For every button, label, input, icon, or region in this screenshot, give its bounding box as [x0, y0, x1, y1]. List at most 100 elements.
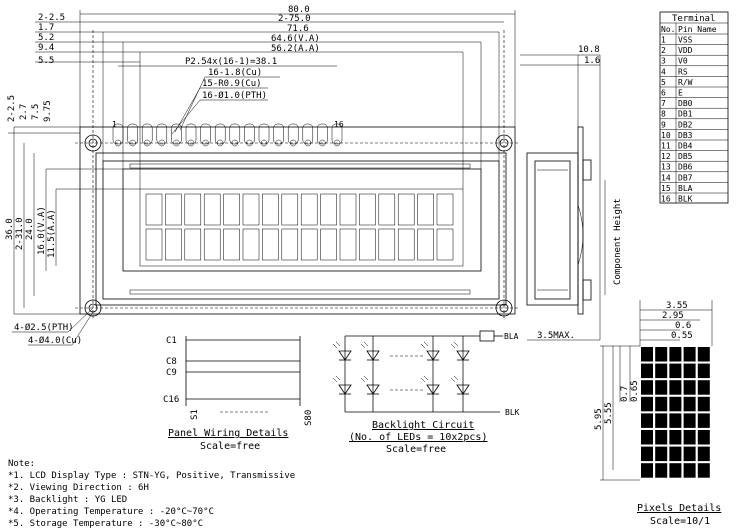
terminal-pin-name: V0 — [678, 57, 688, 66]
terminal-pin-no: 5 — [661, 78, 666, 87]
pixel-dot — [683, 363, 696, 379]
note-1: *1. LCD Display Type : STN-YG, Positive,… — [8, 471, 295, 481]
dim-80: 80.0 — [288, 5, 310, 15]
pixel-dim-3-55: 3.55 — [666, 301, 688, 311]
dim-small-2: 2.7 — [19, 104, 29, 120]
led-diode — [366, 384, 380, 395]
pixel-dot — [697, 380, 710, 395]
character-cell — [242, 228, 260, 261]
pixel-dot — [655, 363, 668, 379]
hole-spec-1: 4-Ø2.5(PTH) — [14, 322, 74, 333]
pixel-dot — [683, 396, 696, 412]
terminal-pin-no: 4 — [661, 67, 666, 76]
pin-first-label: 1 — [112, 120, 117, 129]
terminal-col-no: No. — [661, 25, 675, 34]
note-3: *3. Backlight : YG LED — [8, 495, 127, 505]
pixel-dot — [655, 380, 668, 395]
left-dimensions: 36.0 2-31.0 24.0 16.0(V.A) 11.5(A.A) 2-2… — [5, 95, 140, 346]
dim-71-6: 71.6 — [287, 24, 309, 34]
panel-wiring-scale: Scale=free — [200, 441, 260, 452]
pin-hole — [304, 139, 312, 147]
pixels-title: Pixels Details — [637, 503, 721, 514]
pin-hole — [289, 139, 297, 147]
terminal-pin-name: DB3 — [678, 131, 693, 140]
terminal-pin-name: DB6 — [678, 163, 693, 172]
side-view: 10.8 1.6 3.5MAX. Component Height — [520, 45, 623, 341]
active-area — [139, 188, 464, 267]
pin-hole — [275, 139, 282, 147]
character-cell — [359, 228, 376, 261]
character-cell — [417, 193, 434, 226]
character-cell — [184, 193, 202, 226]
terminal-pin-name: BLK — [678, 195, 693, 204]
character-cell — [203, 193, 221, 226]
pixel-dot — [669, 380, 682, 395]
character-cell — [223, 193, 240, 226]
character-cell — [339, 193, 357, 226]
pin-hole — [333, 139, 341, 147]
pixel-dot — [641, 413, 653, 428]
dim-2-2-5: 2-2.5 — [38, 13, 65, 23]
character-grid — [145, 193, 454, 261]
pin-hole — [260, 139, 268, 147]
character-cell — [145, 228, 163, 261]
pixel-dot — [655, 463, 668, 478]
character-cell — [397, 193, 415, 226]
dim-5-2: 5.2 — [38, 33, 54, 43]
bla-label: BLA — [504, 332, 519, 341]
pixel-dot — [641, 446, 653, 462]
pixel-dot — [697, 446, 710, 462]
pin-hole — [187, 139, 195, 147]
pixel-dot — [683, 463, 696, 478]
pixel-dot — [683, 380, 696, 395]
pixel-dim-2-95: 2.95 — [662, 311, 684, 321]
pixel-dot — [655, 446, 668, 462]
component-height-label: Component Height — [613, 198, 623, 285]
terminal-pin-no: 6 — [661, 89, 666, 98]
terminal-title: Terminal — [672, 14, 715, 24]
dim-16: 16.0(V.A) — [37, 206, 47, 255]
side-dim-1-6: 1.6 — [584, 56, 600, 66]
backlight-subtitle: (No. of LEDs = 10x2pcs) — [349, 432, 487, 443]
character-cell — [145, 193, 163, 226]
viewing-area — [122, 168, 482, 272]
pixel-dim-0-7: 0.7 — [620, 386, 630, 402]
hole-spec-2: 4-Ø4.0(Cu) — [28, 335, 82, 346]
pixel-dot — [697, 463, 710, 478]
terminal-pin-name: DB5 — [678, 152, 693, 161]
pin-hole — [143, 139, 151, 147]
terminal-pin-no: 16 — [661, 195, 671, 204]
wiring-c8: C8 — [166, 357, 177, 367]
pixels-details: 3.55 2.95 0.6 0.55 5.95 5.55 0.7 0.65 Pi… — [594, 300, 721, 527]
character-cell — [184, 228, 202, 261]
panel-wiring: C1 C8 C9 C16 S1 S80 Panel Wiring Details… — [163, 336, 314, 452]
character-cell — [436, 228, 454, 261]
dim-56-2: 56.2(A.A) — [271, 44, 320, 54]
terminal-pin-name: RS — [678, 67, 688, 76]
led-diode — [456, 384, 470, 395]
pixel-dot — [669, 413, 682, 428]
dim-9-4: 9.4 — [38, 43, 54, 53]
pin-pad — [273, 123, 284, 145]
character-cell — [417, 228, 434, 261]
terminal-col-name: Pin Name — [678, 25, 717, 34]
pixel-dot — [683, 430, 696, 445]
character-cell — [262, 228, 279, 261]
character-cell — [281, 228, 299, 261]
dim-small-3: 7.5 — [31, 104, 41, 120]
pcb-outline — [79, 126, 516, 315]
pixel-dim-5-95: 5.95 — [594, 408, 604, 430]
pin-last-label: 16 — [334, 120, 344, 129]
character-cell — [165, 228, 182, 261]
blk-label: BLK — [505, 408, 520, 417]
backlight-scale: Scale=free — [386, 444, 446, 455]
backlight-circuit: BLA BLK Backlight Circuit (No. of LEDs =… — [332, 330, 520, 455]
terminal-pin-no: 9 — [661, 120, 666, 129]
pin-hole — [129, 139, 136, 147]
character-cell — [320, 228, 337, 261]
terminal-pin-name: DB1 — [678, 110, 693, 119]
note-5: *5. Storage Temperature : -30°C~80°C — [8, 519, 203, 529]
character-cell — [300, 228, 318, 261]
pixel-dim-0-55: 0.55 — [671, 331, 693, 341]
pixel-dot — [697, 413, 710, 428]
